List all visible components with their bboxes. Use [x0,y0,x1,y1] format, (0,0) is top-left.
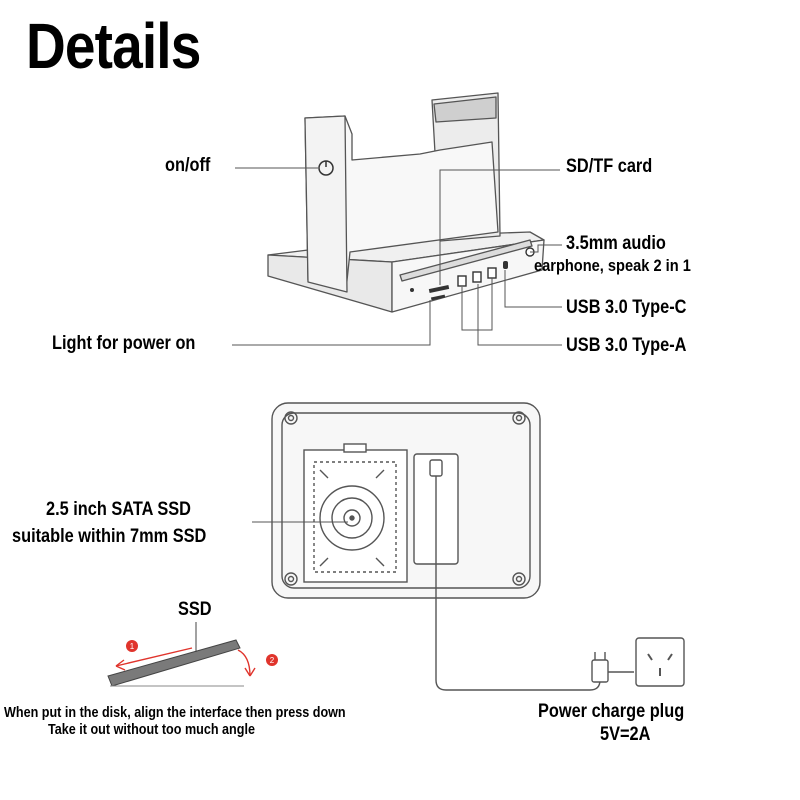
ssd-insertion-illustration [107,622,278,687]
label-on-off: on/off [165,155,211,176]
label-sd-tf-card: SD/TF card [566,156,653,177]
dock-bottom-inner [281,412,531,589]
power-led-icon [410,288,414,292]
dock-bottom-view [271,402,601,691]
ssd-plate [107,639,241,687]
label-ssd-line1: 2.5 inch SATA SSD [46,499,191,520]
arrow-press [237,649,251,677]
power-cable [435,476,601,691]
screw-icon [512,411,526,425]
label-ssd-tag: SSD [178,599,212,620]
label-plug-line2: 5V=2A [600,724,651,745]
step-1-badge [126,640,138,652]
dock-base-side [391,239,545,313]
label-usb-c: USB 3.0 Type-C [566,297,687,318]
label-light-power: Light for power on [52,333,196,354]
wall-socket-icon [635,637,685,687]
label-audio-line1: 3.5mm audio [566,233,666,254]
label-ssd-line2: suitable within 7mm SSD [12,526,207,547]
screw-icon [284,572,298,586]
step-2-badge [266,654,278,666]
arrow-slide [115,647,193,667]
label-insert-line2: Take it out without too much angle [48,721,255,738]
ssd-bay-tab [343,443,367,453]
screw-icon [512,572,526,586]
label-insert-line1: When put in the disk, align the interfac… [4,704,346,721]
screw-icon [284,411,298,425]
usb-c-port-icon [503,261,508,269]
page-title: Details [26,10,201,82]
dock-station-illustration [267,92,545,313]
ssd-disk-icon [319,485,385,551]
dock-back-grip [433,96,497,123]
label-usb-a: USB 3.0 Type-A [566,335,687,356]
callout-lines [232,167,562,346]
dock-ports [410,247,535,301]
step-1-label: 1 [130,642,135,651]
tf-slot-icon [430,294,446,301]
label-audio-line2: earphone, speak 2 in 1 [534,256,691,275]
usb-a-port-icon-2 [472,271,482,283]
step-2-label: 2 [270,656,275,665]
sd-slot-icon [428,284,450,294]
usb-a-port-icon-1 [457,275,467,287]
dock-top-slot [399,239,533,282]
dock-front-post [304,115,348,293]
label-plug-line1: Power charge plug [538,701,685,722]
power-plug-icon [591,637,685,687]
usb-a-port-icon-3 [487,267,497,279]
power-button-icon [318,160,334,176]
